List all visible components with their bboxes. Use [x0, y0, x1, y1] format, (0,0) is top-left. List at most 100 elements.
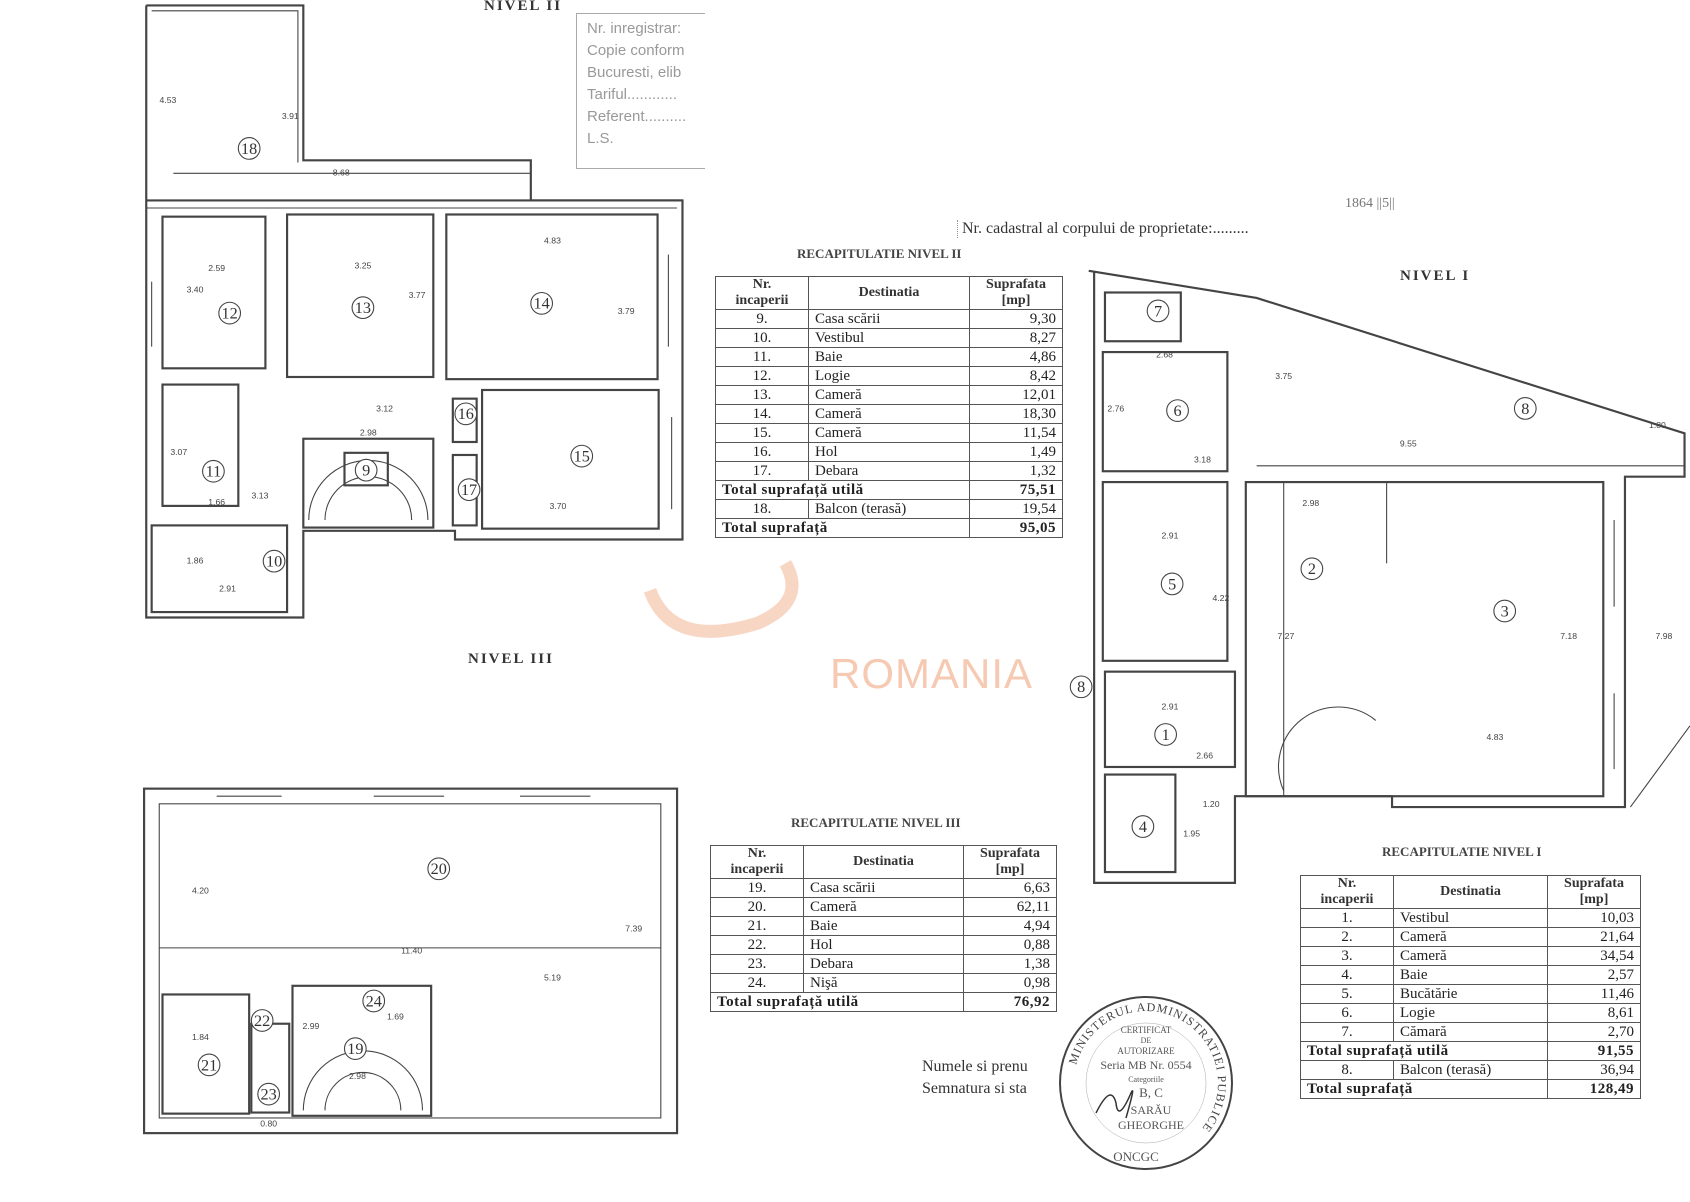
room-destination: Cameră — [803, 897, 964, 917]
room-destination: Cameră — [1393, 927, 1548, 947]
header-nr-line1: Nr. — [752, 277, 772, 292]
table-title-nivel-1: RECAPITULATIE NIVEL I — [1382, 844, 1542, 859]
room-area: 8,27 — [969, 328, 1063, 348]
room-destination: Cameră — [808, 423, 970, 443]
room-number-circle — [362, 989, 386, 1013]
room-number: 8. — [1300, 1060, 1394, 1080]
stamp-line: L.S. — [587, 130, 614, 147]
room-number: 11. — [715, 347, 809, 367]
dimension-label: 3.70 — [549, 501, 566, 511]
room-area: 9,30 — [969, 309, 1063, 329]
room-number: 9. — [715, 309, 809, 329]
dimension-label: 1.84 — [192, 1032, 209, 1042]
dimension-label: 1.95 — [1183, 828, 1200, 838]
dimension-label: 5.19 — [544, 972, 561, 982]
header-nr-line2: incaperii — [735, 293, 789, 308]
total-value: 128,49 — [1547, 1079, 1641, 1099]
seal-line: CERTIFICAT — [1121, 1025, 1172, 1035]
room-number-label: 4 — [1139, 818, 1147, 836]
room-number-circle — [257, 1082, 281, 1106]
room-destination: Balcon (terasă) — [1393, 1060, 1548, 1080]
seal-line: Seria MB Nr. 0554 — [1100, 1058, 1191, 1072]
room-number-label: 6 — [1173, 402, 1181, 420]
level-title-nivel-2: NIVEL II — [484, 0, 563, 14]
dimension-label: 3.12 — [376, 404, 393, 414]
room-number-label: 14 — [534, 295, 550, 313]
table-title-nivel-3: RECAPITULATIE NIVEL III — [791, 815, 961, 830]
room-number-circle — [1160, 572, 1184, 596]
dimension-label: 3.18 — [1194, 455, 1211, 465]
room-destination: Hol — [808, 442, 970, 462]
header-nr: Nr.incaperii — [1300, 875, 1394, 909]
room-destination: Bucătărie — [1393, 984, 1548, 1004]
room-number-label: 17 — [461, 481, 477, 499]
dimension-label: 2.59 — [208, 263, 225, 273]
dimension-label: 3.25 — [354, 261, 371, 271]
total-value: 76,92 — [963, 992, 1057, 1012]
dimension-label: 3.79 — [618, 306, 635, 316]
seal-line: SARĂU — [1131, 1103, 1172, 1117]
room-area: 0,98 — [963, 973, 1057, 993]
room-destination: Casa scării — [808, 309, 970, 329]
room-number: 3. — [1300, 946, 1394, 966]
room-number: 14. — [715, 404, 809, 424]
room-destination: Balcon (terasă) — [808, 499, 970, 519]
header-suprafata-line1: Suprafata — [980, 846, 1040, 861]
seal-bottom-text: ONCGC — [1113, 1149, 1159, 1164]
room-number-label: 8 — [1521, 400, 1529, 418]
room-number: 21. — [710, 916, 804, 936]
header-nr: Nr.incaperii — [710, 845, 804, 879]
plan-nivel-1 — [1088, 269, 1690, 884]
dimension-label: 1.69 — [387, 1011, 404, 1021]
room-number-circle — [1131, 815, 1155, 838]
room-number-circle — [1300, 557, 1324, 581]
plan-nivel-2 — [145, 4, 684, 619]
seal-line: Categoriile — [1128, 1075, 1164, 1084]
room-number-circle — [1166, 399, 1189, 422]
dimension-label: 3.91 — [282, 111, 299, 121]
header-suprafata-line1: Suprafata — [1564, 876, 1624, 891]
room-number-label: 16 — [458, 405, 474, 423]
room-number-circle — [354, 458, 378, 482]
room-number-label: 23 — [261, 1086, 277, 1104]
header-suprafata-line1: Suprafata — [986, 277, 1046, 292]
room-destination: Vestibul — [808, 328, 970, 348]
signature-sign-label: Semnatura si sta — [922, 1080, 1027, 1097]
level-title-nivel-3: NIVEL III — [468, 651, 554, 667]
dimension-label: 1.86 — [187, 555, 204, 565]
room-number-label: 5 — [1168, 575, 1176, 593]
room-area: 6,63 — [963, 878, 1057, 898]
cadastral-handwritten: 1864 ||5|| — [1345, 196, 1395, 211]
watermark-swoosh — [643, 560, 799, 638]
stamp-line: Referent.......... — [587, 108, 687, 125]
room-area: 12,01 — [969, 385, 1063, 405]
room-number: 12. — [715, 366, 809, 386]
header-suprafata-line2: [mp] — [995, 862, 1025, 877]
table-title-nivel-2: RECAPITULATIE NIVEL II — [797, 246, 962, 261]
room-area: 4,86 — [969, 347, 1063, 367]
room-number: 24. — [710, 973, 804, 993]
dimension-label: 7.98 — [1656, 631, 1673, 641]
room-number-circle — [530, 291, 554, 315]
stamp-line: Bucuresti, elib — [587, 64, 682, 81]
room-number-label: 12 — [222, 304, 238, 322]
room-number-label: 22 — [254, 1012, 270, 1030]
room-number-label: 20 — [431, 860, 447, 878]
room-destination: Cămară — [1393, 1022, 1548, 1042]
dimension-label: 2.76 — [1107, 404, 1124, 414]
watermark-text: ROMANIA — [830, 650, 1034, 697]
